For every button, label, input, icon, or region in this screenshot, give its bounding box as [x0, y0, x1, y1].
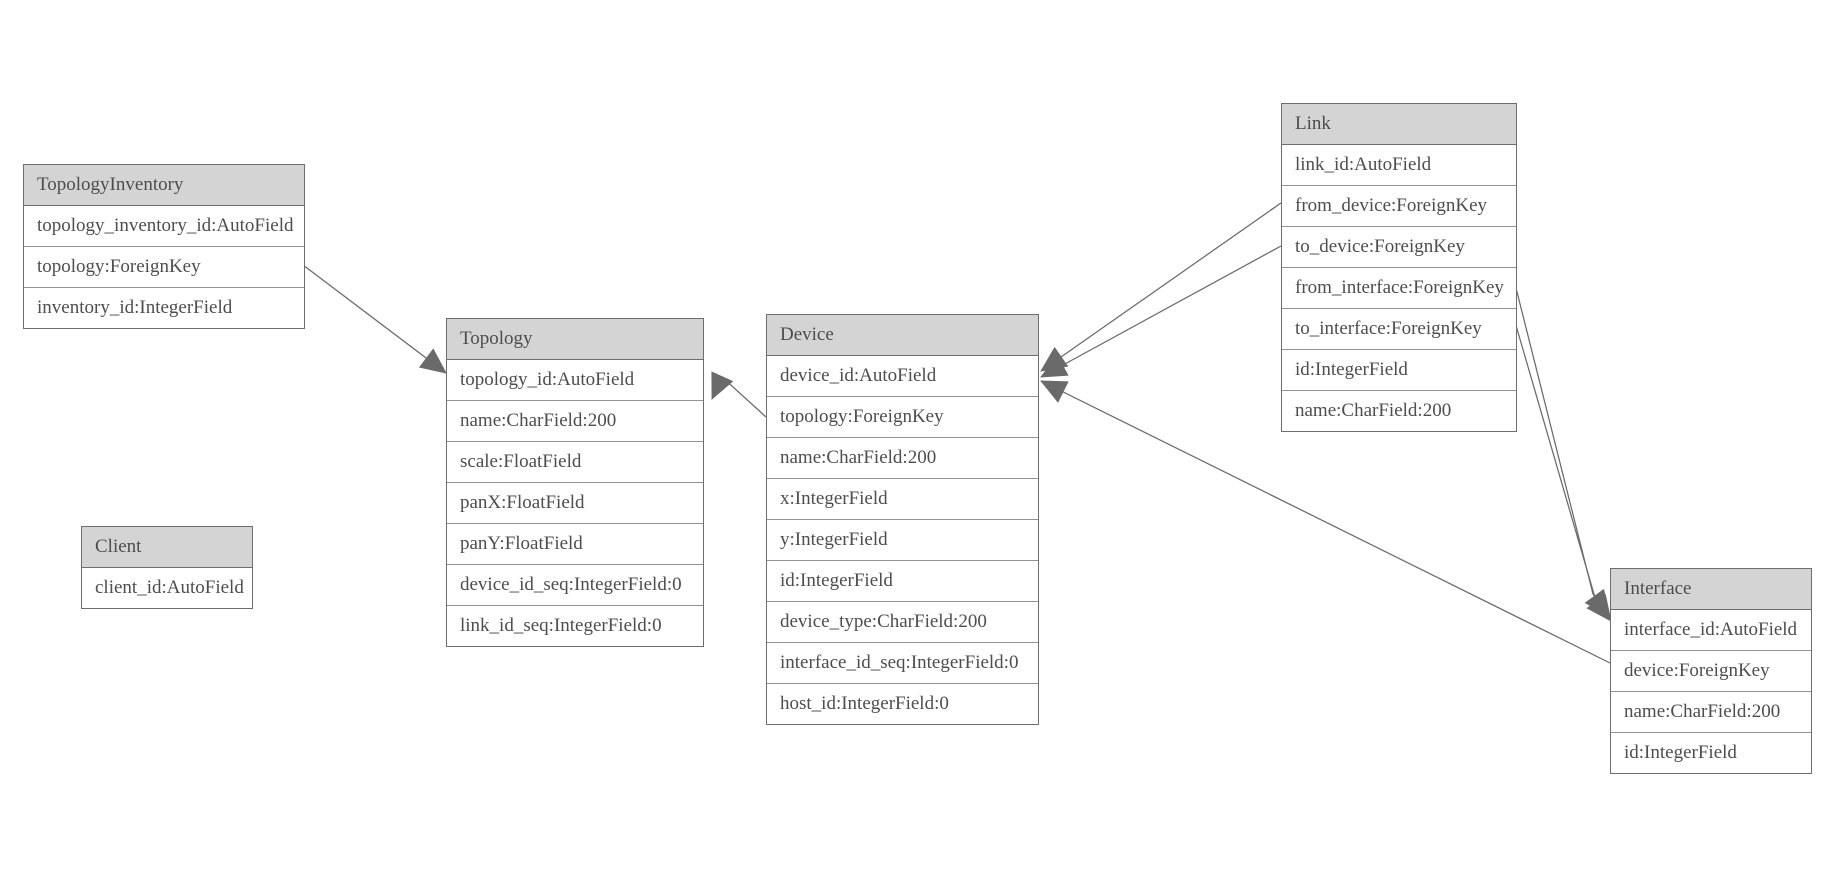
entity-field-row: name:CharField:200: [1611, 692, 1811, 733]
entity-field-row: topology:ForeignKey: [767, 397, 1038, 438]
entity-table-title: Topology: [447, 319, 703, 360]
entity-field-row: panX:FloatField: [447, 483, 703, 524]
entity-field-row: device_id:AutoField: [767, 356, 1038, 397]
edge-layer: [302, 202, 1612, 664]
relationship-edge-link-from-device: [1040, 202, 1282, 372]
entity-field-row: topology_id:AutoField: [447, 360, 703, 401]
entity-field-row: name:CharField:200: [447, 401, 703, 442]
entity-field-row: client_id:AutoField: [82, 568, 252, 608]
entity-field-row: name:CharField:200: [1282, 391, 1516, 431]
entity-field-row: link_id_seq:IntegerField:0: [447, 606, 703, 646]
relationship-edge-interface-device: [1040, 380, 1611, 664]
entity-field-row: id:IntegerField: [767, 561, 1038, 602]
relationship-edge-topologyinventory-topology: [302, 264, 447, 374]
entity-field-row: to_interface:ForeignKey: [1282, 309, 1516, 350]
entity-field-row: from_interface:ForeignKey: [1282, 268, 1516, 309]
entity-field-row: id:IntegerField: [1282, 350, 1516, 391]
relationship-edge-link-to-device: [1040, 245, 1282, 378]
entity-field-row: device_type:CharField:200: [767, 602, 1038, 643]
entity-field-row: name:CharField:200: [767, 438, 1038, 479]
entity-field-row: scale:FloatField: [447, 442, 703, 483]
entity-table-title: Device: [767, 315, 1038, 356]
entity-field-row: y:IntegerField: [767, 520, 1038, 561]
entity-field-row: topology_inventory_id:AutoField: [24, 206, 304, 247]
entity-field-row: interface_id:AutoField: [1611, 610, 1811, 651]
relationship-edge-link-to-interface: [1514, 321, 1612, 622]
entity-field-row: interface_id_seq:IntegerField:0: [767, 643, 1038, 684]
entity-field-row: inventory_id:IntegerField: [24, 288, 304, 328]
entity-field-row: id:IntegerField: [1611, 733, 1811, 773]
entity-field-row: panY:FloatField: [447, 524, 703, 565]
entity-field-row: device_id_seq:IntegerField:0: [447, 565, 703, 606]
entity-field-row: device:ForeignKey: [1611, 651, 1811, 692]
entity-field-row: host_id:IntegerField:0: [767, 684, 1038, 724]
entity-field-row: x:IntegerField: [767, 479, 1038, 520]
entity-table-title: Link: [1282, 104, 1516, 145]
entity-field-row: link_id:AutoField: [1282, 145, 1516, 186]
entity-field-row: topology:ForeignKey: [24, 247, 304, 288]
entity-field-row: to_device:ForeignKey: [1282, 227, 1516, 268]
entity-table-title: Client: [82, 527, 252, 568]
entity-field-row: from_device:ForeignKey: [1282, 186, 1516, 227]
entity-table-title: Interface: [1611, 569, 1811, 610]
entity-table-title: TopologyInventory: [24, 165, 304, 206]
relationship-edge-device-topology: [711, 371, 767, 418]
relationship-edge-link-from-interface: [1514, 283, 1610, 617]
